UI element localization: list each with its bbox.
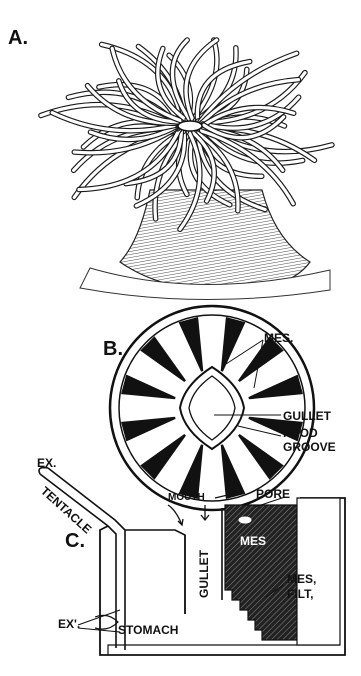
mouth-label: MOUTH [168,492,205,503]
panel-a-label: A. [8,27,28,49]
pore-label: PORE [256,487,290,501]
anemone-illustration [41,40,332,300]
anemone-column [120,190,310,292]
ex-prime-pointer-1 [78,610,120,625]
body-base-inner [108,645,340,655]
body-outline-top [125,530,185,614]
pore-opening [239,517,251,523]
panel-a: A. [8,27,332,300]
panel-b-label: B. [103,338,123,360]
gullet-label-c: GULLET [197,549,211,598]
mes-label: MES. [264,331,293,345]
tentacle-label: TENTACLE [38,484,94,537]
panel-b: B. MES. GULLET FOOD GROOVE [103,306,336,510]
food-label: FOOD [283,426,318,440]
ex-label: EX. [37,456,56,470]
stomach-label: STOMACH [118,623,178,637]
mes-filt-label-2: FILT, [287,587,313,601]
anemone-mouth [178,121,202,131]
mes-filt-label-1: MES, [287,572,316,586]
ex-prime-label: EX'. [58,617,80,631]
mes-label-c: MES [240,534,266,548]
gullet-label: GULLET [283,409,332,423]
groove-label: GROOVE [283,440,336,454]
